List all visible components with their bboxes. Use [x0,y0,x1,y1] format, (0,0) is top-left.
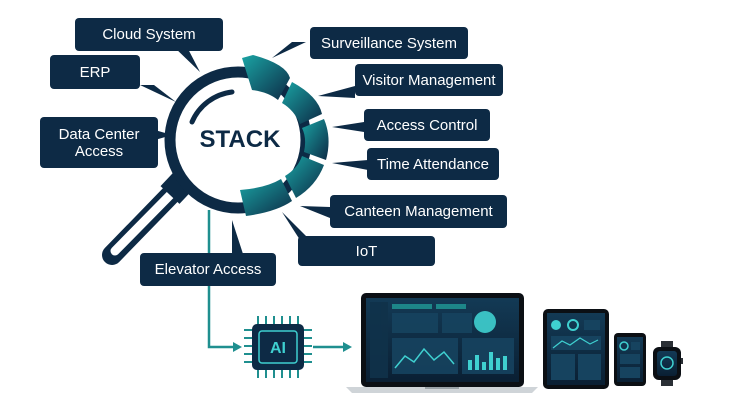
module-data-center-access: Data Center Access [40,117,158,168]
module-cloud-system: Cloud System [75,18,223,51]
module-access-control: Access Control [364,109,490,141]
segment [240,179,292,216]
tablet-icon [543,309,609,389]
ai-chip-icon: AI [244,316,312,378]
segment-ring [240,55,329,216]
segment [242,55,290,100]
smartwatch-icon [653,341,683,386]
module-erp: ERP [50,55,140,89]
segment [282,82,322,124]
center-label: STACK [199,126,281,153]
laptop-icon [346,293,538,393]
module-iot: IoT [298,236,435,266]
smartphone-icon [614,333,646,386]
segment [302,119,329,160]
magnifier-handle [102,169,196,265]
segment [285,156,324,198]
module-visitor-management: Visitor Management [355,64,503,96]
ai-label: AI [270,340,286,357]
module-surveillance-system: Surveillance System [310,27,468,59]
module-time-attendance: Time Attendance [367,148,499,180]
module-elevator-access: Elevator Access [140,253,276,286]
module-canteen-management: Canteen Management [330,195,507,228]
